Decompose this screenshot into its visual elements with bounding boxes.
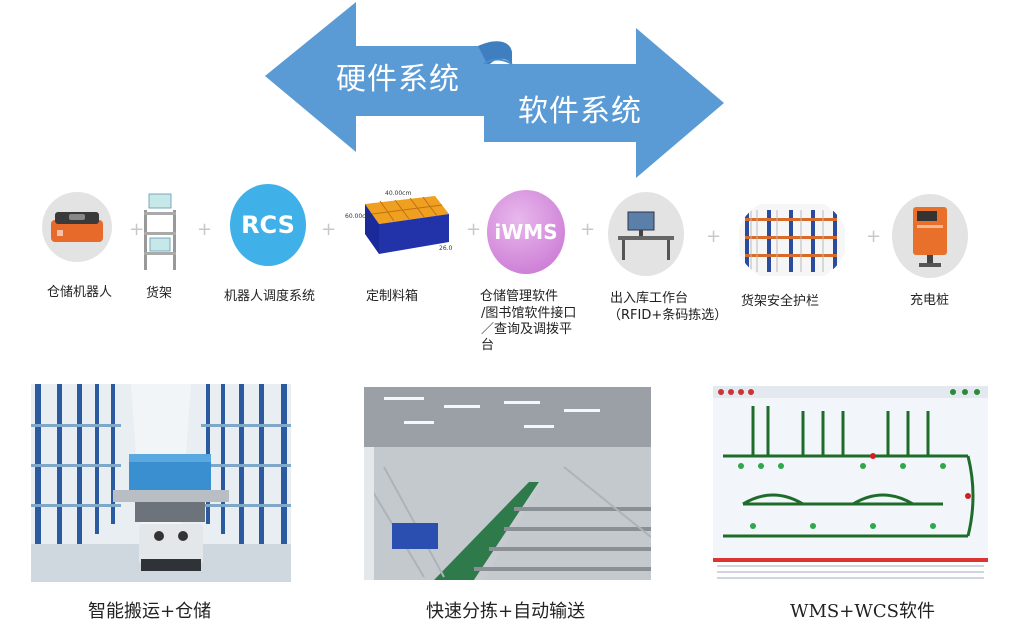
iwms-caption-line-2: /图书馆软件接口 xyxy=(481,306,577,321)
plus-sign: + xyxy=(129,219,145,240)
plus-sign: + xyxy=(321,219,337,240)
sorting-photo xyxy=(364,387,651,580)
hardware-system-label: 硬件系统 xyxy=(336,62,460,97)
guardrail-icon xyxy=(737,196,847,284)
iwms-logo-icon: iWMS xyxy=(487,190,565,274)
plus-sign: + xyxy=(466,219,482,240)
workstation-caption-line-2: （RFID+条码拣选） xyxy=(608,308,728,323)
bin-dim-height: 26.0 xyxy=(439,245,453,252)
ribbon-curl xyxy=(478,41,512,66)
robot-caption: 仓储机器人 xyxy=(47,285,113,300)
bin-caption: 定制料箱 xyxy=(366,289,419,304)
bin-dim-top: 40.00cm xyxy=(385,190,411,197)
storage-photo xyxy=(31,384,291,582)
shelf-icon xyxy=(140,192,180,272)
software-photo-caption: WMS+WCS软件 xyxy=(790,601,935,622)
workstation-caption-line-1: 出入库工作台 xyxy=(610,291,689,306)
workstation-icon xyxy=(608,192,684,276)
storage-photo-caption: 智能搬运+仓储 xyxy=(88,601,212,622)
system-arrows-diagram xyxy=(265,2,724,178)
iwms-logo-text: iWMS xyxy=(494,220,558,244)
custom-bin-icon: 40.00cm 60.00cm 26.0 xyxy=(345,188,455,264)
sorting-photo-caption: 快速分拣+自动输送 xyxy=(426,601,586,622)
iwms-caption-line-3: ／查询及调拨平 xyxy=(481,322,573,337)
plus-sign: + xyxy=(866,226,882,247)
plus-sign: + xyxy=(580,219,596,240)
software-system-label: 软件系统 xyxy=(518,94,642,129)
rcs-logo-icon: RCS xyxy=(230,184,306,266)
shelf-caption: 货架 xyxy=(146,286,173,301)
ribbon-edge xyxy=(483,58,513,65)
hardware-arrow xyxy=(265,2,490,152)
rcs-caption: 机器人调度系统 xyxy=(224,289,316,304)
bin-dim-side: 60.00cm xyxy=(345,213,371,220)
wms-wcs-software-screenshot xyxy=(713,386,988,581)
software-arrow xyxy=(484,28,724,178)
plus-sign: + xyxy=(706,226,722,247)
iwms-caption-line-4: 台 xyxy=(481,338,495,353)
charger-caption: 充电桩 xyxy=(910,293,950,308)
charging-pile-icon xyxy=(892,194,968,278)
iwms-caption-line-1: 仓储管理软件 xyxy=(480,289,559,304)
rcs-logo-text: RCS xyxy=(241,211,295,239)
guardrail-caption: 货架安全护栏 xyxy=(741,294,820,309)
warehouse-robot-icon xyxy=(42,192,112,262)
plus-sign: + xyxy=(197,219,213,240)
